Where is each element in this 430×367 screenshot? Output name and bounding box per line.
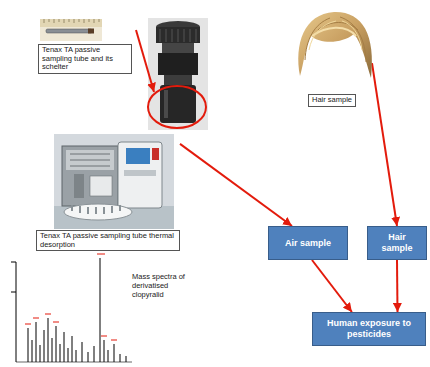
process-box: Hair sample xyxy=(367,226,427,260)
mass-spectrum xyxy=(28,258,126,362)
hair-photo xyxy=(309,21,362,50)
instrument-photo xyxy=(126,148,150,164)
photo-caption: Hair sample xyxy=(292,10,372,107)
shelter-photo xyxy=(164,90,168,118)
photo-caption: Tenax TA passive sampling tube thermal d… xyxy=(36,132,180,251)
hair-photo xyxy=(298,12,372,78)
process-box: Human exposure to pesticides xyxy=(312,312,426,346)
tube-photo xyxy=(46,29,92,33)
box-label: Human exposure to pesticides xyxy=(318,318,420,340)
instrument-photo xyxy=(70,154,110,166)
instrument-photo xyxy=(74,174,84,198)
hair-photo xyxy=(305,17,366,62)
photo-caption: Tenax TA passive sampling tube thermal d… xyxy=(36,230,180,251)
shelter-photo xyxy=(156,27,200,43)
shelter-photo xyxy=(158,53,198,75)
instrument-photo xyxy=(124,170,156,176)
shelter-photo xyxy=(148,18,208,130)
instrument-photo xyxy=(90,176,112,196)
tube-photo xyxy=(88,29,94,34)
tube-photo xyxy=(40,19,102,41)
tube-photo xyxy=(40,19,102,27)
instrument-photo xyxy=(62,146,118,206)
mass-spectrum xyxy=(11,254,132,362)
photo-caption: Hair sample xyxy=(308,94,356,107)
flow-arrow xyxy=(180,144,292,226)
shelter-photo xyxy=(160,85,196,123)
mass-spectrum xyxy=(16,362,132,363)
flow-arrow xyxy=(372,63,397,226)
shelter-photo xyxy=(164,75,192,85)
hair-photo xyxy=(298,12,372,78)
flow-arrow xyxy=(312,260,352,312)
shelter-photo xyxy=(160,29,196,42)
figure-note: Mass spectra of derivatised clopyralid xyxy=(132,272,202,299)
mass-spectrum xyxy=(16,262,17,362)
shelter-photo xyxy=(148,18,208,130)
tube-photo xyxy=(44,19,99,23)
pointer-arrow xyxy=(136,30,154,92)
box-label: Air sample xyxy=(285,238,331,249)
instrument-photo xyxy=(118,142,162,208)
instrument-photo xyxy=(72,205,120,214)
instrument-photo xyxy=(54,134,174,229)
mass-spectrum xyxy=(11,262,16,263)
process-box: Air sample xyxy=(268,226,348,260)
pointer-arrow xyxy=(136,30,154,92)
flow-arrow xyxy=(396,260,399,312)
instrument-photo xyxy=(64,204,132,220)
photo-caption: Tenax TA passive sampling tube and its s… xyxy=(38,44,132,74)
shelter-photo xyxy=(148,86,206,128)
shelter-photo xyxy=(162,43,194,53)
photo-caption: Tenax TA passive sampling tube and its s… xyxy=(38,16,132,74)
box-label: Hair sample xyxy=(373,232,421,254)
instrument-photo xyxy=(54,134,174,229)
tube-photo xyxy=(40,19,102,41)
instrument-photo xyxy=(152,148,159,160)
instrument-photo xyxy=(66,150,114,170)
mass-spectrum xyxy=(11,292,16,293)
mass-spectrum xyxy=(25,254,117,340)
